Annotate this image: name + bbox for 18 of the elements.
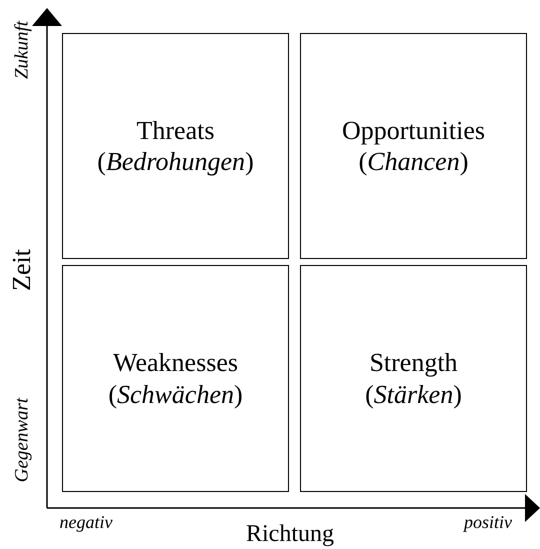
axis-label: Gegenwart: [12, 398, 32, 482]
axis-label: positiv: [464, 513, 512, 531]
axis-label: Richtung: [246, 522, 334, 546]
quadrant-subtitle: (Schwächen): [108, 378, 243, 410]
quadrant-subtitle: (Stärken): [365, 378, 462, 410]
quadrant-box: [300, 265, 527, 492]
quadrant-subtitle: (Chancen): [358, 146, 468, 178]
quadrant-box: [62, 33, 289, 259]
quadrant-title: Opportunities: [342, 114, 485, 146]
quadrant-title: Threats: [136, 114, 214, 146]
quadrant-subtitle: (Bedrohungen): [97, 146, 254, 178]
quadrant-box: [300, 33, 527, 259]
quadrant-box: [62, 265, 289, 492]
axis-label: Zeit: [9, 249, 35, 291]
quadrant-title: Weaknesses: [113, 347, 238, 378]
quadrant-title: Strength: [369, 347, 458, 378]
axis-label: negativ: [60, 513, 112, 531]
axis-label: Zukunft: [12, 20, 32, 80]
